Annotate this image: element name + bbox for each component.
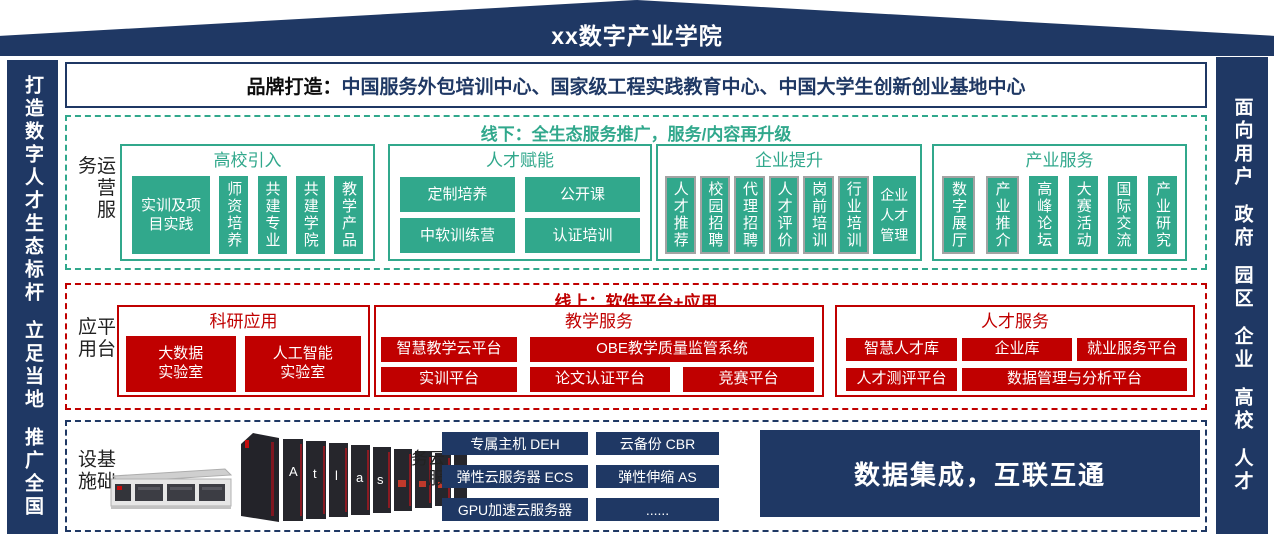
talent-item: 定制培养 xyxy=(400,177,515,212)
teaching-item: OBE教学质量监管系统 xyxy=(530,337,814,362)
cloud-item: 弹性云服务器 ECS xyxy=(442,465,588,488)
teaching-item: 论文认证平台 xyxy=(530,367,670,392)
college-item: 教学产品 xyxy=(334,176,363,254)
college-item: 师资培养 xyxy=(219,176,249,254)
college-intro-title: 高校引入 xyxy=(213,151,282,170)
enterprise-item: 行业培训 xyxy=(837,176,869,254)
college-intro-group: 高校引入 实训及项目实践 师资培养 共建专业 共建学院 教学产品 xyxy=(120,144,375,261)
enterprise-item: 人才评价 xyxy=(768,176,800,254)
enterprise-item: 企业人才管理 xyxy=(872,176,916,254)
college-intro-items: 实训及项目实践 师资培养 共建专业 共建学院 教学产品 xyxy=(122,176,373,254)
cloud-item: GPU加速云服务器 xyxy=(442,498,588,521)
enterprise-item: 校园招聘 xyxy=(699,176,731,254)
data-integration-banner: 数据集成，互联互通 xyxy=(760,430,1200,517)
hr-row-2: 人才测评平台 数据管理与分析平台 xyxy=(846,368,1187,391)
college-item: 共建学院 xyxy=(295,176,325,254)
rack-server-image xyxy=(110,468,233,509)
cloud-item: 云备份 CBR xyxy=(596,432,719,455)
teaching-item: 实训平台 xyxy=(381,367,517,392)
infrastructure-side-label: 基础设施 xyxy=(75,449,115,493)
hr-item: 智慧人才库 xyxy=(846,338,957,361)
operations-section: 线下：全生态服务推广，服务/内容再升级 运营服务 高校引入 实训及项目实践 师资… xyxy=(65,115,1207,270)
enterprise-item: 人才推荐 xyxy=(665,176,696,254)
enterprise-item: 代理招聘 xyxy=(734,176,765,254)
industry-item: 大赛活动 xyxy=(1068,176,1098,254)
left-sidebar-phrase: 打造数字人才生态标杆 xyxy=(22,75,43,305)
industry-item: 数字展厅 xyxy=(942,176,975,254)
enterprise-boost-title: 企业提升 xyxy=(755,151,823,170)
diagram-title: xx数字产业学院 xyxy=(551,23,723,49)
research-app-group: 科研应用 大数据 实验室 人工智能 实验室 xyxy=(117,305,370,397)
svg-text:l: l xyxy=(335,468,338,483)
talent-enable-group: 人才赋能 定制培养 公开课 中软训练营 认证培训 xyxy=(388,144,652,261)
platform-section: 线上：软件平台+应用 平台应用 科研应用 大数据 实验室 人工智能 实验室 教学… xyxy=(65,283,1207,410)
svg-text:A: A xyxy=(289,464,298,479)
talent-item: 认证培训 xyxy=(525,218,640,253)
hr-item: 企业库 xyxy=(962,338,1072,361)
teaching-item: 竞赛平台 xyxy=(683,367,814,392)
right-sidebar-phrase: 企业 xyxy=(1231,326,1253,372)
right-sidebar-phrase: 高校 xyxy=(1231,387,1253,433)
cloud-item: 专属主机 DEH xyxy=(442,432,588,455)
svg-text:t: t xyxy=(313,466,317,481)
college-item: 实训及项目实践 xyxy=(132,176,210,254)
college-item: 共建专业 xyxy=(257,176,287,254)
industry-item: 产业研究 xyxy=(1147,176,1177,254)
brand-label: 品牌打造： xyxy=(246,76,342,98)
left-sidebar: 打造数字人才生态标杆 立足当地 推广全国 xyxy=(7,60,58,534)
cloud-service-items: 专属主机 DEH 云备份 CBR 弹性云服务器 ECS 弹性伸缩 AS GPU加… xyxy=(442,432,719,521)
brand-text: 中国服务外包培训中心、国家级工程实践教育中心、中国大学生创新创业基地中心 xyxy=(341,76,1026,98)
svg-text:a: a xyxy=(356,470,364,485)
enterprise-item: 岗前培训 xyxy=(803,176,834,254)
research-item: 大数据 实验室 xyxy=(126,336,236,392)
research-app-items: 大数据 实验室 人工智能 实验室 xyxy=(119,336,368,392)
hr-service-group: 人才服务 智慧人才库 企业库 就业服务平台 人才测评平台 数据管理与分析平台 xyxy=(835,305,1195,397)
teaching-service-group: 教学服务 智慧教学云平台 OBE教学质量监管系统 实训平台 论文认证平台 竞赛平… xyxy=(374,305,824,397)
industry-service-items: 数字展厅 产业推介 高峰论坛 大赛活动 国际交流 产业研究 xyxy=(934,176,1185,254)
teaching-row-1: 智慧教学云平台 OBE教学质量监管系统 xyxy=(381,337,814,362)
enterprise-boost-group: 企业提升 人才推荐 校园招聘 代理招聘 人才评价 岗前培训 行业培训 企业人才管… xyxy=(656,144,922,261)
talent-enable-items: 定制培养 公开课 中软训练营 认证培训 xyxy=(400,177,640,253)
industry-service-group: 产业服务 数字展厅 产业推介 高峰论坛 大赛活动 国际交流 产业研究 xyxy=(932,144,1187,261)
cloud-item: 弹性伸缩 AS xyxy=(596,465,719,488)
right-sidebar-phrase: 政府 xyxy=(1231,204,1253,250)
cloud-item: ...... xyxy=(596,498,719,521)
cloud-service-label: 云服务 xyxy=(408,449,444,489)
hr-item: 数据管理与分析平台 xyxy=(962,368,1187,391)
talent-enable-title: 人才赋能 xyxy=(486,151,554,170)
right-sidebar-phrase: 面向用户 xyxy=(1231,97,1253,189)
svg-text:s: s xyxy=(377,472,384,487)
teaching-item: 智慧教学云平台 xyxy=(381,337,517,362)
operations-side-label: 运营服务 xyxy=(75,154,115,221)
operations-banner: 线下：全生态服务推广，服务/内容再升级 xyxy=(480,125,792,144)
enterprise-boost-items: 人才推荐 校园招聘 代理招聘 人才评价 岗前培训 行业培训 企业人才管理 xyxy=(658,176,920,254)
talent-item: 公开课 xyxy=(525,177,640,212)
industry-service-title: 产业服务 xyxy=(1025,151,1094,170)
research-item: 人工智能 实验室 xyxy=(244,336,361,392)
left-sidebar-phrase: 推广全国 xyxy=(22,427,43,519)
platform-side-label: 平台应用 xyxy=(75,315,115,360)
research-app-title: 科研应用 xyxy=(209,312,278,331)
talent-item: 中软训练营 xyxy=(400,218,515,253)
hr-item: 人才测评平台 xyxy=(846,368,957,391)
industry-item: 产业推介 xyxy=(985,176,1019,254)
infrastructure-section: 基础设施 xyxy=(65,420,1207,532)
hr-service-title: 人才服务 xyxy=(981,312,1049,331)
industry-item: 高峰论坛 xyxy=(1029,176,1059,254)
teaching-service-title: 教学服务 xyxy=(565,312,633,331)
left-sidebar-phrase: 立足当地 xyxy=(22,320,43,412)
right-sidebar-phrase: 人才 xyxy=(1231,448,1253,494)
right-sidebar-phrase: 园区 xyxy=(1231,265,1253,311)
industry-item: 国际交流 xyxy=(1108,176,1138,254)
roof-banner: xx数字产业学院 xyxy=(0,0,1274,56)
brand-bar: 品牌打造： 中国服务外包培训中心、国家级工程实践教育中心、中国大学生创新创业基地… xyxy=(65,62,1207,108)
right-sidebar: 面向用户 政府 园区 企业 高校 人才 xyxy=(1216,57,1268,534)
hr-row-1: 智慧人才库 企业库 就业服务平台 xyxy=(846,338,1187,361)
hr-item: 就业服务平台 xyxy=(1077,338,1187,361)
teaching-row-2: 实训平台 论文认证平台 竞赛平台 xyxy=(381,367,814,392)
